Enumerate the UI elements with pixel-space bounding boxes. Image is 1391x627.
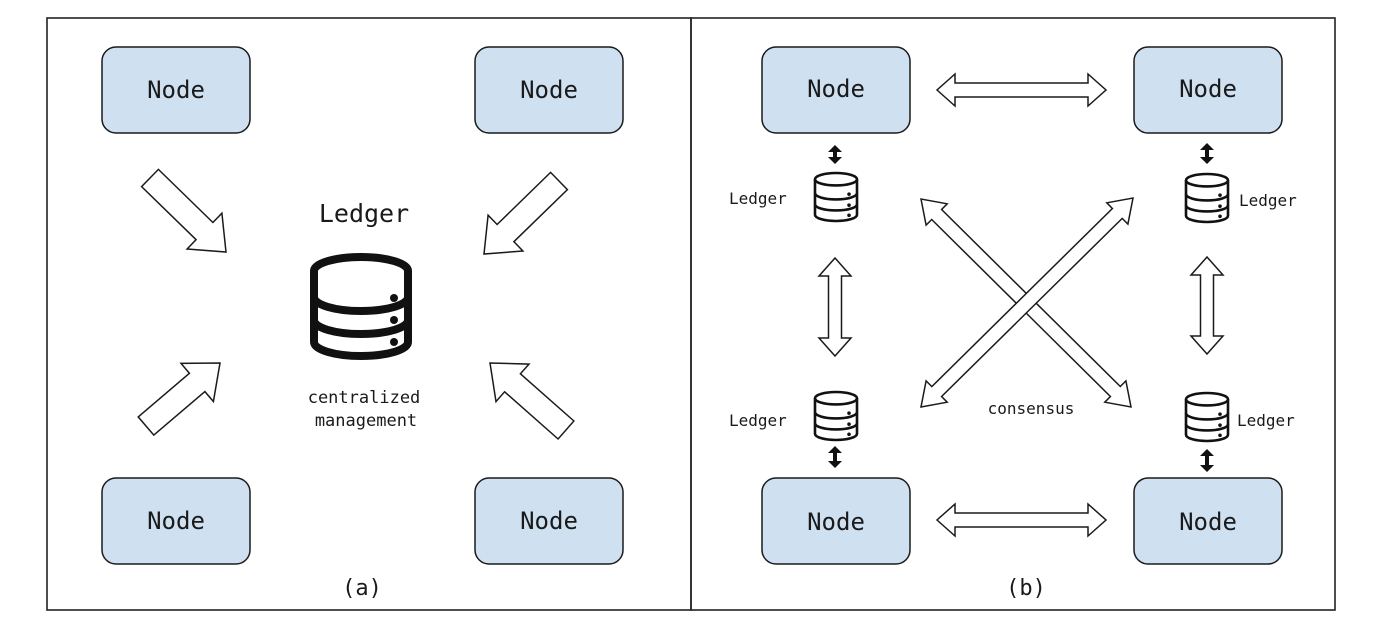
consensus-label: consensus bbox=[988, 399, 1075, 418]
node-b-bottom-right: Node bbox=[1133, 477, 1283, 565]
arrows-layer bbox=[137, 72, 1225, 538]
panel-b: Node Node Node Node Ledger Ledger Ledger… bbox=[729, 46, 1297, 601]
db-icons-layer bbox=[813, 171, 1230, 443]
ledger-label-bottom-left: Ledger bbox=[729, 411, 787, 430]
database-icon-top-right bbox=[1184, 172, 1230, 224]
central-ledger-label: Ledger bbox=[319, 199, 409, 228]
centralized-label: centralized bbox=[308, 388, 421, 408]
central-database-icon bbox=[310, 253, 412, 360]
database-icon-bottom-left bbox=[813, 390, 859, 442]
database-icon-top-left bbox=[813, 171, 859, 223]
node-box bbox=[1133, 477, 1283, 565]
node-box bbox=[101, 477, 251, 565]
panel-b-caption: (b) bbox=[1006, 576, 1046, 601]
connector-top-left bbox=[828, 145, 842, 164]
node-label: Node bbox=[1179, 75, 1237, 103]
node-box bbox=[761, 477, 911, 565]
node-label: Node bbox=[520, 76, 578, 104]
database-icon-bottom-right bbox=[1184, 391, 1230, 443]
arrow-a-top-right bbox=[483, 171, 569, 255]
node-box bbox=[1133, 46, 1283, 134]
connector-bottom-left bbox=[828, 446, 842, 468]
node-box bbox=[761, 46, 911, 134]
management-label: management bbox=[315, 411, 417, 431]
ledger-label-top-left: Ledger bbox=[729, 189, 787, 208]
panel-b-frame bbox=[690, 17, 1336, 611]
arrow-a-top-left bbox=[140, 168, 227, 253]
panel-a: Node Node Node Node Ledger centralized m… bbox=[101, 46, 624, 601]
connector-top-right bbox=[1200, 143, 1214, 164]
node-label: Node bbox=[807, 508, 865, 536]
node-b-top-left: Node bbox=[761, 46, 911, 134]
node-b-top-right: Node bbox=[1133, 46, 1283, 134]
node-box bbox=[474, 477, 624, 565]
double-arrow-bottom bbox=[935, 502, 1108, 538]
node-a-bottom-right: Node bbox=[474, 477, 624, 565]
node-label: Node bbox=[1179, 508, 1237, 536]
arrow-a-bottom-right bbox=[489, 362, 575, 441]
ledger-label-bottom-right: Ledger bbox=[1237, 411, 1295, 430]
node-label: Node bbox=[520, 507, 578, 535]
double-arrow-top bbox=[935, 72, 1108, 108]
node-label: Node bbox=[147, 507, 205, 535]
node-a-top-right: Node bbox=[474, 46, 624, 134]
double-arrow-diagonal-up bbox=[920, 197, 1134, 408]
double-arrow-right bbox=[1189, 255, 1225, 356]
connector-bottom-right bbox=[1200, 449, 1214, 472]
arrow-a-bottom-left bbox=[137, 362, 221, 437]
ledger-label-top-right: Ledger bbox=[1239, 191, 1297, 210]
node-box bbox=[101, 46, 251, 134]
node-box bbox=[474, 46, 624, 134]
small-arrows-layer bbox=[828, 143, 1214, 472]
double-arrow-left bbox=[817, 256, 853, 358]
node-b-bottom-left: Node bbox=[761, 477, 911, 565]
node-a-top-left: Node bbox=[101, 46, 251, 134]
node-a-bottom-left: Node bbox=[101, 477, 251, 565]
node-label: Node bbox=[147, 76, 205, 104]
panel-a-caption: (a) bbox=[342, 576, 382, 601]
node-label: Node bbox=[807, 75, 865, 103]
